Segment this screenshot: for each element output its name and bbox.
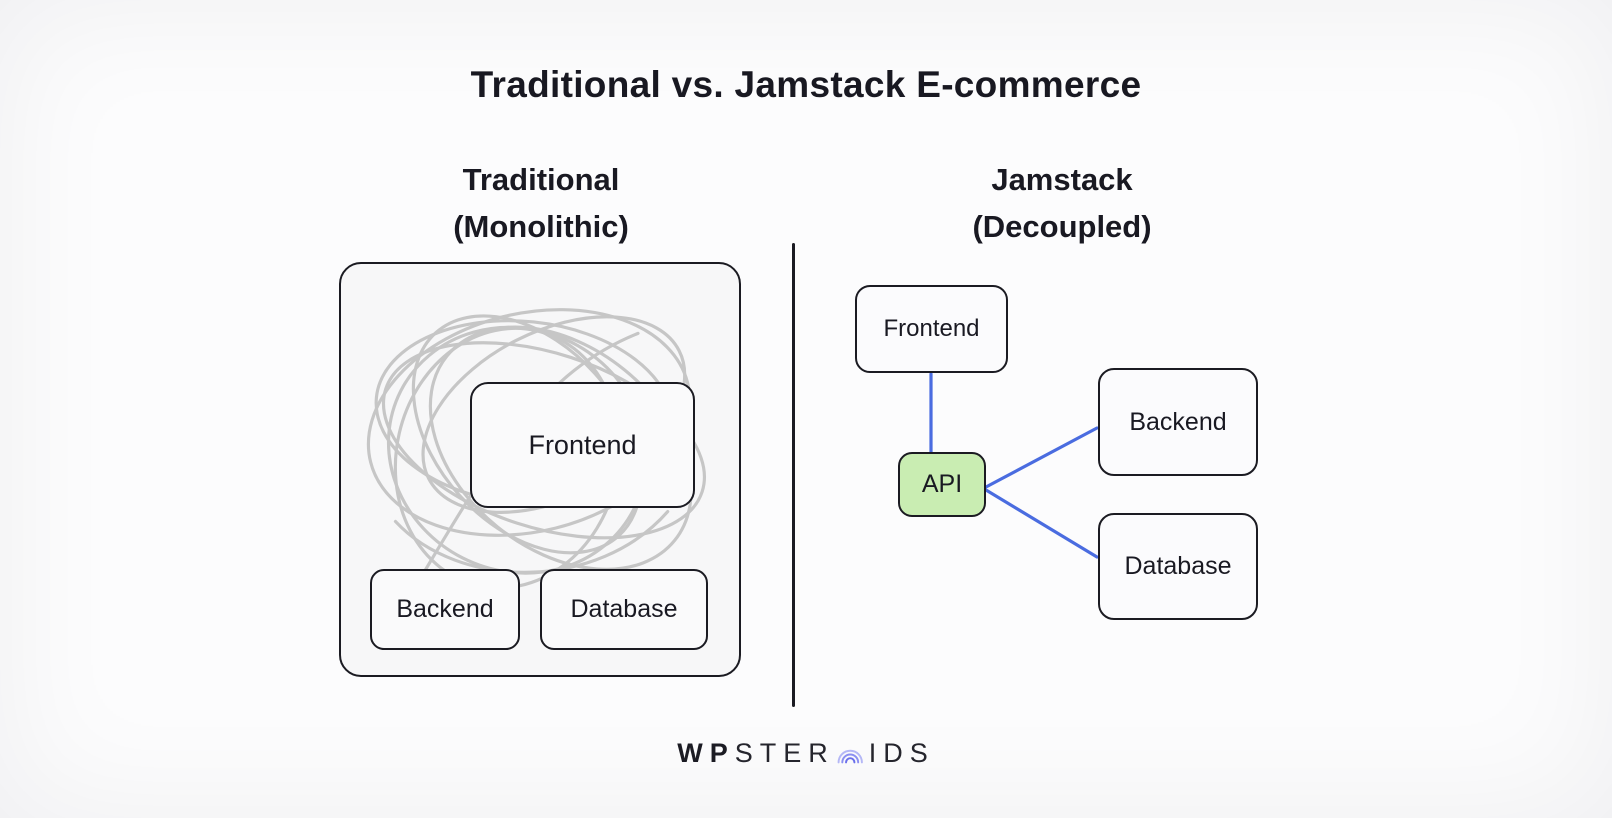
traditional-backend-box: Backend bbox=[370, 569, 520, 650]
traditional-frontend-box: Frontend bbox=[470, 382, 695, 508]
divider-line bbox=[792, 243, 795, 707]
jamstack-api-label: API bbox=[921, 470, 963, 498]
jamstack-backend-label: Backend bbox=[1129, 407, 1227, 436]
jamstack-backend-box: Backend bbox=[1098, 368, 1258, 476]
jamstack-api-box: API bbox=[898, 452, 986, 517]
arcs-o-icon bbox=[837, 749, 863, 764]
logo-bold-text: WP bbox=[677, 738, 735, 768]
jamstack-frontend-box: Frontend bbox=[855, 285, 1008, 373]
traditional-heading-line1: Traditional bbox=[462, 162, 620, 197]
jamstack-database-label: Database bbox=[1124, 552, 1232, 580]
jamstack-database-box: Database bbox=[1098, 513, 1258, 620]
traditional-heading-line2: (Monolithic) bbox=[453, 209, 629, 244]
connector-api-backend bbox=[984, 426, 1099, 489]
jamstack-heading: Jamstack (Decoupled) bbox=[972, 156, 1151, 250]
jamstack-heading-line2: (Decoupled) bbox=[972, 209, 1152, 244]
traditional-frontend-label: Frontend bbox=[528, 429, 637, 460]
jamstack-frontend-label: Frontend bbox=[883, 315, 980, 342]
logo-tail-text: IDS bbox=[868, 738, 935, 768]
jamstack-heading-line1: Jamstack bbox=[991, 162, 1133, 197]
logo-mid-text: STER bbox=[734, 738, 835, 768]
traditional-heading: Traditional (Monolithic) bbox=[453, 156, 629, 250]
connector-api-database bbox=[984, 488, 1099, 559]
traditional-database-box: Database bbox=[540, 569, 708, 650]
traditional-backend-label: Backend bbox=[396, 595, 494, 623]
traditional-database-label: Database bbox=[570, 595, 678, 623]
page-title: Traditional vs. Jamstack E-commerce bbox=[470, 64, 1142, 105]
